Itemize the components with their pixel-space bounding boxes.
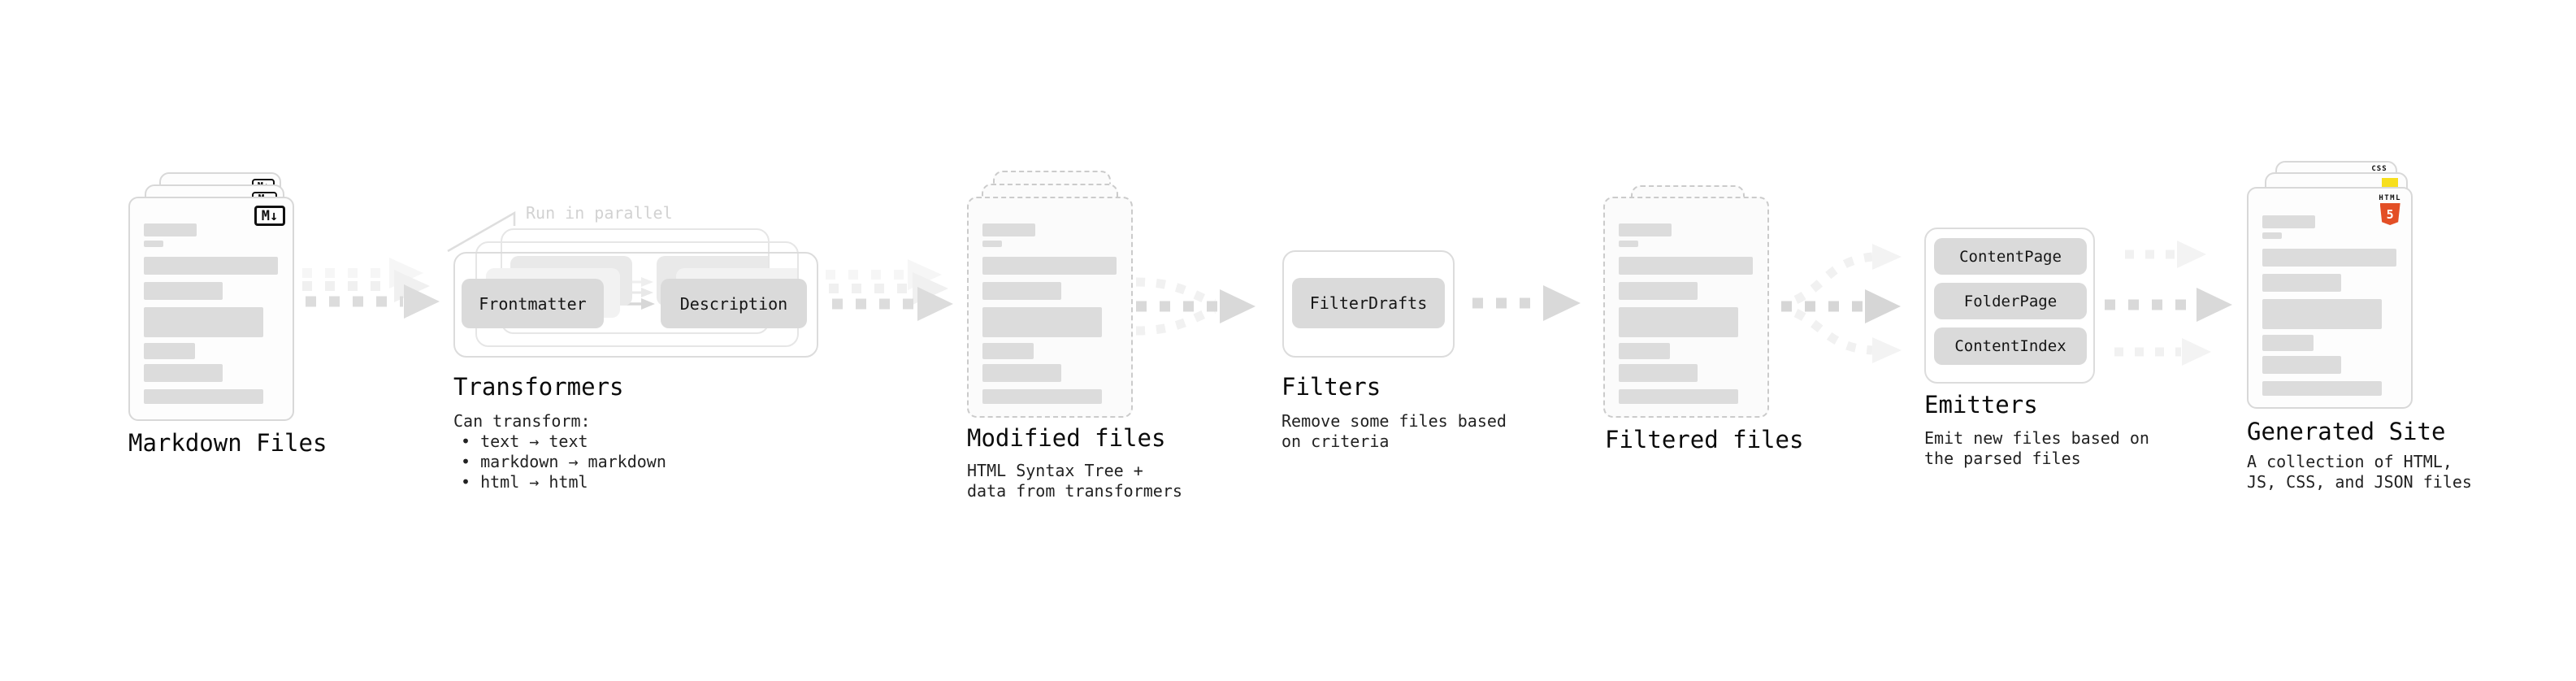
caption-line: data from transformers [967, 481, 1182, 501]
modified-file-card-front [967, 197, 1133, 418]
text-line-placeholder [2262, 274, 2341, 292]
text-line-placeholder [2262, 249, 2396, 267]
text-line-placeholder [1619, 223, 1672, 236]
markdown-file-card-front: M↓ [128, 197, 294, 421]
text-line-placeholder [2262, 335, 2314, 351]
caption-line: on criteria [1281, 432, 1390, 451]
text-line-placeholder [144, 241, 163, 247]
emitter-node-contentindex: ContentIndex [1934, 327, 2087, 365]
html5-icon: HTML 5 [2379, 194, 2401, 225]
text-line-placeholder [982, 257, 1117, 275]
text-line-placeholder [1619, 257, 1753, 275]
caption-line: Emit new files based on [1924, 428, 2149, 448]
transformers-caption: Can transform: • text → text • markdown … [453, 411, 666, 492]
caption-bullet: • text → text [461, 432, 588, 451]
filters-caption: Remove some files based on criteria [1281, 411, 1507, 452]
css-icon-label: CSS [2371, 165, 2387, 173]
text-line-placeholder [982, 241, 1002, 247]
text-line-placeholder [982, 343, 1034, 359]
arrow-emitters-to-generated [2105, 241, 2232, 366]
text-line-placeholder [982, 389, 1102, 404]
text-line-placeholder [982, 307, 1102, 337]
caption-line: HTML Syntax Tree + [967, 461, 1143, 480]
annotation-callout-line [447, 210, 516, 253]
text-line-placeholder [1619, 307, 1738, 337]
text-line-placeholder [2262, 299, 2382, 329]
text-line-placeholder [144, 282, 223, 300]
caption-line: A collection of HTML, [2247, 452, 2452, 471]
text-line-placeholder [2262, 381, 2382, 396]
caption-line: the parsed files [1924, 449, 2081, 468]
text-line-placeholder [1619, 364, 1698, 382]
text-line-placeholder [2262, 215, 2315, 228]
text-line-placeholder [144, 223, 197, 236]
arrow-modified-to-filters [1135, 277, 1255, 336]
arrow-filtered-to-emitters [1781, 244, 1902, 363]
html5-icon-label: HTML [2379, 194, 2401, 202]
text-line-placeholder [982, 223, 1035, 236]
emitter-node-contentpage: ContentPage [1934, 238, 2087, 275]
text-line-placeholder [2262, 356, 2341, 374]
generated-file-card-html: HTML 5 [2247, 187, 2413, 409]
caption-line: JS, CSS, and JSON files [2247, 472, 2472, 492]
javascript-icon [2382, 178, 2398, 189]
emitters-container [1924, 228, 2095, 384]
text-line-placeholder [1619, 282, 1698, 300]
markdown-icon: M↓ [254, 206, 285, 226]
transformer-node-description: Description [661, 279, 807, 328]
transformers-layer-front [453, 252, 818, 358]
document-text-placeholder [982, 223, 1117, 404]
stage-title-modified-files: Modified files [967, 424, 1166, 452]
caption-line: Remove some files based [1281, 411, 1507, 431]
stage-title-filtered-files: Filtered files [1605, 426, 1804, 453]
document-text-placeholder [1619, 223, 1753, 404]
arrow-transformers-to-modified [826, 259, 953, 321]
stage-title-generated-site: Generated Site [2247, 418, 2446, 445]
text-line-placeholder [144, 389, 263, 404]
text-line-placeholder [1619, 241, 1638, 247]
arrow-filters-to-filtered [1472, 285, 1581, 321]
caption-line: Can transform: [453, 411, 591, 431]
arrow-markdown-to-transformers [302, 258, 440, 319]
text-line-placeholder [1619, 343, 1670, 359]
filtered-file-card-front [1603, 197, 1769, 418]
generated-site-caption: A collection of HTML, JS, CSS, and JSON … [2247, 452, 2472, 492]
filters-container [1282, 250, 1455, 358]
text-line-placeholder [144, 343, 195, 359]
text-line-placeholder [144, 364, 223, 382]
emitters-caption: Emit new files based on the parsed files [1924, 428, 2149, 469]
filter-node-filterdrafts: FilterDrafts [1292, 278, 1445, 328]
document-text-placeholder [2262, 215, 2396, 396]
text-line-placeholder [982, 364, 1061, 382]
transformer-node-frontmatter: Frontmatter [462, 279, 604, 328]
caption-bullet: • html → html [461, 472, 588, 492]
caption-bullet: • markdown → markdown [461, 452, 666, 471]
run-in-parallel-annotation: Run in parallel [526, 203, 673, 223]
modified-files-caption: HTML Syntax Tree + data from transformer… [967, 461, 1182, 501]
stage-title-markdown-files: Markdown Files [128, 429, 327, 457]
stage-title-filters: Filters [1281, 373, 1381, 401]
text-line-placeholder [144, 307, 263, 337]
text-line-placeholder [144, 257, 278, 275]
document-text-placeholder [144, 223, 278, 404]
html5-icon-shield: 5 [2379, 203, 2400, 225]
text-line-placeholder [1619, 389, 1738, 404]
emitter-node-folderpage: FolderPage [1934, 283, 2087, 319]
stage-title-emitters: Emitters [1924, 391, 2038, 419]
text-line-placeholder [982, 282, 1061, 300]
stage-title-transformers: Transformers [453, 373, 624, 401]
text-line-placeholder [2262, 232, 2282, 239]
